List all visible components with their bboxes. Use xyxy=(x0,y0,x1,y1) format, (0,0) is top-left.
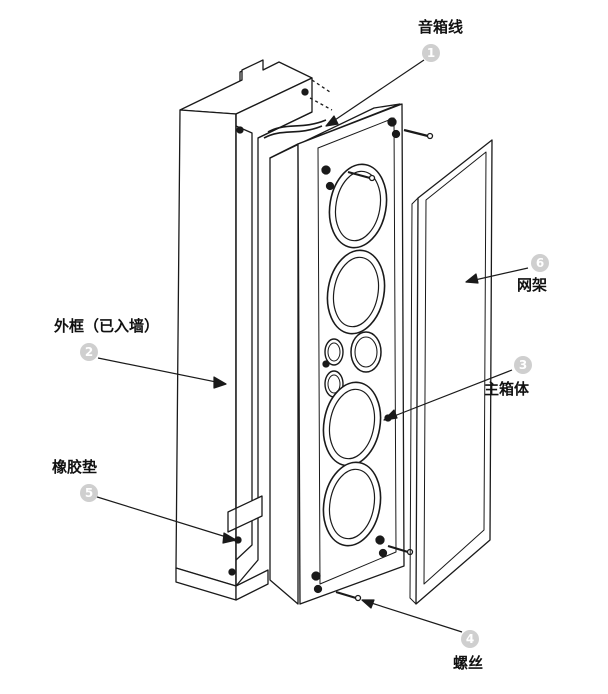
grille xyxy=(409,139,493,605)
callout-label: 音箱线 xyxy=(418,18,464,36)
callout-grille: 6 网架 xyxy=(517,254,549,294)
callout-label: 主箱体 xyxy=(484,380,530,398)
callout-speaker-wire: 音箱线 1 xyxy=(418,18,463,62)
callout-arrows xyxy=(93,59,529,633)
callout-number-badge: 2 xyxy=(80,343,98,361)
callout-number-badge: 6 xyxy=(531,254,549,272)
speaker-wires xyxy=(263,119,327,139)
callout-screw: 4 螺丝 xyxy=(453,630,483,672)
callout-number-badge: 3 xyxy=(514,356,532,374)
callout-number-badge: 5 xyxy=(80,484,98,502)
callout-rubber-pad: 橡胶垫 5 xyxy=(52,458,98,502)
main-box xyxy=(269,103,405,605)
callout-outer-frame: 外框（已入墙） 2 xyxy=(54,317,159,361)
callout-label: 螺丝 xyxy=(453,654,484,672)
callout-number-badge: 1 xyxy=(422,44,440,62)
outer-frame xyxy=(175,59,333,601)
callout-label: 网架 xyxy=(517,276,548,294)
callout-main-box: 3 主箱体 xyxy=(484,356,532,398)
callout-label: 橡胶垫 xyxy=(52,458,98,476)
callout-number-badge: 4 xyxy=(461,630,479,648)
callout-label: 外框（已入墙） xyxy=(54,317,160,335)
